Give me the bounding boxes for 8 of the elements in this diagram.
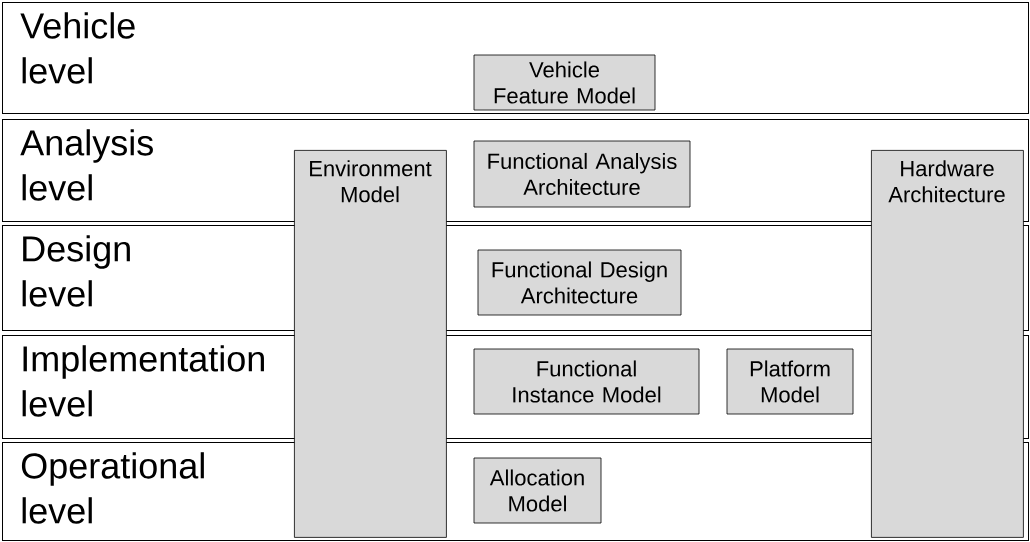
- model-box: Hardware Architecture: [871, 150, 1024, 538]
- model-box: Vehicle Feature Model: [473, 54, 656, 111]
- model-box: Functional Design Architecture: [477, 249, 682, 316]
- model-box: Functional Instance Model: [473, 348, 700, 415]
- model-box: Functional Analysis Architecture: [473, 140, 691, 208]
- model-box: Allocation Model: [473, 457, 602, 524]
- model-box: Platform Model: [726, 348, 854, 415]
- model-box: Environment Model: [294, 150, 447, 538]
